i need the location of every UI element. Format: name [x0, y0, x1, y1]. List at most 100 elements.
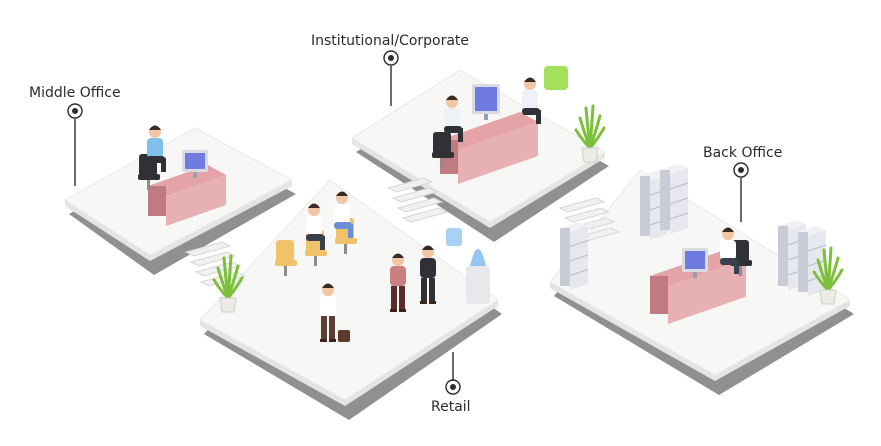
retail-man-talking-torso	[390, 266, 406, 286]
retail-walking-man-torso	[320, 296, 336, 316]
marker-institutional-pin-icon-dot	[388, 55, 394, 61]
middle-office-plant-leaf	[226, 276, 244, 300]
back-office-cabinet-left-2-drawer-line	[669, 212, 689, 220]
back-office-monitor-stand	[693, 272, 697, 278]
retail-walking-man-hair	[322, 283, 334, 288]
chat-bubble-blue-icon	[446, 228, 462, 246]
back-office-cabinet-right-2-drawer-line	[807, 244, 827, 252]
retail-waiting-man-shins	[320, 236, 325, 250]
stairs-retail-back-step	[558, 197, 606, 213]
retail-woman-talking-leg-left	[421, 278, 427, 302]
institutional-client-thighs	[444, 126, 462, 133]
middle-office-desk-front	[166, 175, 226, 226]
back-office-cabinet-left-2-side	[660, 170, 670, 230]
institutional-advisor-shins	[536, 110, 541, 124]
retail-waiting-woman-shins	[348, 224, 353, 238]
institutional-desk-front	[458, 122, 538, 184]
label-retail: Retail	[431, 399, 471, 415]
back-office-worker-thighs	[720, 258, 738, 265]
stairs-institutional-retail-step	[401, 207, 449, 223]
retail-woman-talking-leg-right	[429, 278, 435, 302]
stairs-institutional-retail-step	[391, 187, 439, 203]
middle-office-plant-leaf	[212, 278, 230, 300]
marker-retail-pin-icon-dot	[450, 384, 456, 390]
middle-office-worker-shins	[161, 158, 166, 172]
retail-waiting-woman-hair	[336, 191, 348, 196]
retail-chair-2-post	[314, 256, 317, 266]
back-office-desk-leg-left	[650, 276, 668, 314]
back-office-plant-pot	[819, 289, 837, 305]
water-bottle-icon	[470, 249, 486, 266]
back-office-cabinet-front-drawer-line	[569, 240, 589, 247]
middle-office-monitor-stand	[193, 172, 197, 178]
retail-walking-man-shoe-right	[329, 339, 336, 342]
retail-man-talking-shoe-right	[399, 309, 406, 312]
retail-walking-man-leg-right	[329, 316, 335, 340]
retail-chair-3-post	[344, 244, 347, 254]
back-office-worker-hair	[722, 227, 734, 232]
back-office-desk-front	[668, 258, 746, 324]
retail-man-talking-leg-left	[391, 286, 397, 310]
institutional-monitor-screen	[475, 87, 497, 111]
label-institutional-corporate: Institutional/Corporate	[311, 33, 470, 49]
back-office-cabinet-front-drawer-line	[569, 269, 589, 276]
briefcase-icon	[338, 330, 350, 342]
institutional-chair-left-seat	[432, 152, 454, 158]
middle-office-worker-torso	[147, 138, 163, 158]
stairs-institutional-retail-step	[386, 177, 434, 193]
middle-office-chair-seat	[138, 174, 160, 180]
retail-man-talking-leg-right	[399, 286, 405, 310]
institutional-advisor-thighs	[522, 108, 540, 115]
middle-office-worker-thighs	[147, 156, 165, 163]
back-office-cabinet-front-drawer-line	[569, 254, 589, 262]
retail-walking-man-shoe-left	[320, 339, 327, 342]
back-office-cabinet-left-2-drawer-line	[669, 182, 689, 190]
institutional-plant-pot	[581, 147, 599, 163]
retail-man-talking-shoe-left	[390, 309, 397, 312]
institutional-client-torso	[444, 108, 460, 128]
back-office-chair-post	[739, 266, 742, 276]
label-back-office: Back Office	[703, 145, 783, 161]
retail-chair-2-seat	[305, 250, 327, 256]
back-office-cabinet-left-2-drawer-line	[669, 197, 689, 205]
marker-middle-office-pin-icon-dot	[72, 108, 78, 114]
institutional-chair-left-post	[441, 158, 444, 168]
retail-waiting-man-thighs	[306, 234, 324, 241]
back-office-plant-leaf	[826, 268, 844, 292]
retail-chair-1-seat	[275, 260, 297, 266]
back-office-cabinet-right-2-drawer-line	[807, 259, 827, 267]
platform-middle-office-edge	[65, 180, 292, 261]
institutional-client-hair	[446, 95, 458, 100]
retail-man-talking-hair	[392, 253, 404, 258]
middle-office-chair-post	[147, 180, 150, 190]
institutional-plant-leaf	[588, 126, 606, 150]
retail-chair-1-back	[276, 240, 294, 262]
middle-office-desk-top	[148, 165, 226, 196]
institutional-plant-leaf	[574, 128, 592, 150]
stairs-institutional-retail-step	[396, 197, 444, 213]
back-office-worker-shins	[734, 260, 739, 274]
retail-woman-talking-shoe-left	[420, 301, 427, 304]
chat-bubble-green-icon	[544, 66, 568, 90]
institutional-client-shins	[458, 128, 463, 142]
retail-woman-talking-shoe-right	[429, 301, 436, 304]
middle-office-plant-pot	[219, 297, 237, 313]
institutional-advisor-hair	[524, 77, 536, 82]
retail-walking-man-leg-left	[321, 316, 327, 340]
back-office-cabinet-left-1-side	[640, 176, 650, 236]
institutional-advisor-torso	[522, 90, 538, 110]
institutional-desk-top	[440, 112, 538, 150]
stairs-retail-back-step	[563, 207, 611, 223]
platform-retail-top	[199, 179, 499, 401]
retail-waiting-woman-thighs	[334, 222, 352, 229]
water-cooler-body	[466, 266, 490, 304]
institutional-monitor-stand	[484, 114, 488, 120]
middle-office-worker-hair	[149, 125, 161, 130]
back-office-plant-leaf	[812, 270, 830, 292]
back-office-cabinet-front-side	[560, 228, 570, 286]
back-office-monitor-screen	[685, 251, 705, 269]
marker-back-office-pin-icon-dot	[738, 167, 744, 173]
label-middle-office: Middle Office	[29, 85, 121, 101]
